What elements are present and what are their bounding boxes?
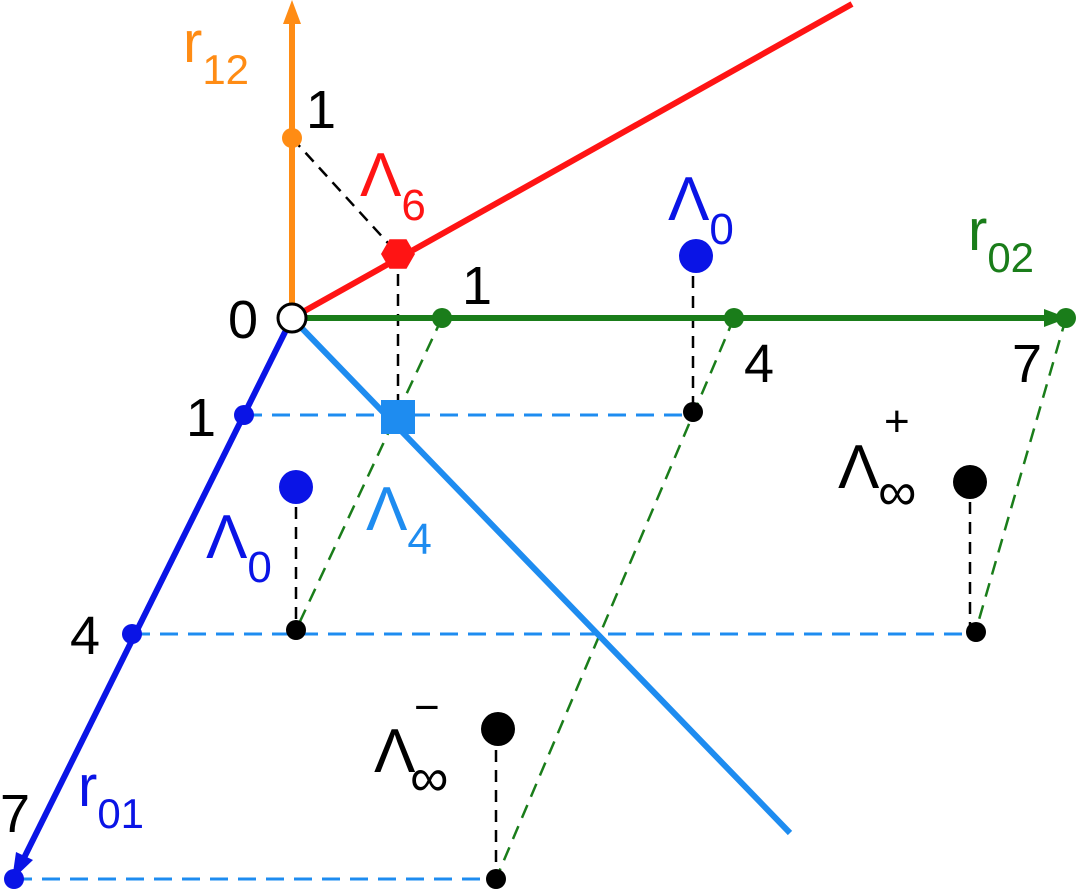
grid-line-r02-7	[974, 317, 1068, 631]
lambda0-left-marker	[279, 470, 313, 504]
point-4-7	[966, 622, 986, 642]
r01-tick-7-label: 7	[0, 784, 30, 844]
r12-tick-1	[282, 128, 302, 148]
r01-axis-label: r01	[78, 754, 144, 837]
r02-axis-label: r02	[968, 198, 1034, 281]
r01-tick-4-label: 4	[70, 606, 100, 666]
origin-label: 0	[228, 290, 258, 350]
lambda4-label: Λ4	[366, 475, 432, 564]
lambda6-hexagon-marker	[381, 239, 415, 269]
lambda-inf-minus-marker	[481, 712, 515, 746]
svg-text:Λ: Λ	[374, 717, 416, 786]
svg-text:+: +	[884, 397, 910, 446]
drop-line-r12	[291, 137, 399, 255]
r01-tick-1	[234, 405, 254, 425]
lambda4-line	[289, 315, 793, 836]
r02-tick-1-label: 1	[462, 256, 492, 316]
lambda-inf-minus-label: Λ − ∞	[374, 683, 449, 808]
grid-line-r02-1	[294, 317, 444, 631]
r01-tick-1-label: 1	[186, 388, 216, 448]
lambda0-top-label: Λ0	[668, 165, 734, 254]
origin-marker	[276, 302, 308, 334]
r01-axis	[17, 316, 295, 868]
point-7-4	[486, 869, 506, 889]
r12-axis-label: r12	[183, 10, 249, 93]
lambda0-top-marker	[679, 239, 713, 273]
lambda4-square-marker	[381, 400, 415, 434]
r01-tick-4	[122, 624, 142, 644]
lambda6-line	[290, 1, 854, 321]
svg-text:Λ: Λ	[838, 433, 880, 502]
lambda6-label: Λ6	[360, 141, 426, 230]
svg-text:∞: ∞	[878, 462, 917, 522]
point-4-1	[286, 620, 306, 640]
r02-tick-4-label: 4	[744, 334, 774, 394]
grid-line-r02-4	[494, 317, 736, 880]
svg-text:−: −	[414, 683, 440, 732]
r12-tick-1-label: 1	[306, 80, 336, 140]
point-1-4	[683, 402, 703, 422]
r02-tick-7-label: 7	[1012, 334, 1042, 394]
lambda-inf-plus-label: Λ + ∞	[838, 397, 917, 522]
r02-tick-4	[724, 308, 744, 328]
svg-text:∞: ∞	[410, 748, 449, 808]
r02-tick-1	[432, 308, 452, 328]
r02-tick-7	[1056, 308, 1076, 328]
r12-arrowhead	[283, 0, 301, 24]
lambda-inf-plus-marker	[953, 465, 987, 499]
r01-tick-7	[4, 869, 24, 889]
lambda0-left-label: Λ0	[206, 503, 272, 592]
